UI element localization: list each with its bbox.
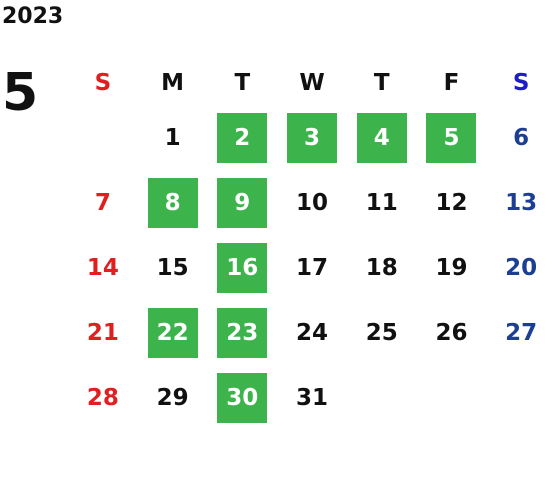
calendar-day: 11 bbox=[365, 189, 398, 216]
calendar-day bbox=[78, 113, 128, 163]
calendar-day-cell: 29 bbox=[138, 365, 208, 430]
calendar-day-cell: 12 bbox=[417, 170, 487, 235]
calendar-day: 21 bbox=[86, 319, 119, 346]
calendar-day-cell bbox=[486, 365, 548, 430]
calendar-day-cell: 6 bbox=[486, 105, 548, 170]
calendar-day-cell: 22 bbox=[138, 300, 208, 365]
calendar-day-cell: 7 bbox=[68, 170, 138, 235]
weekday-header-tue: T bbox=[234, 69, 251, 96]
calendar-day: 27 bbox=[505, 319, 538, 346]
calendar-day-cell: 27 bbox=[486, 300, 548, 365]
calendar-day-highlighted: 5 bbox=[426, 112, 477, 163]
calendar-day: 26 bbox=[435, 319, 468, 346]
calendar-day-cell: 5 bbox=[417, 105, 487, 170]
calendar-day: 31 bbox=[296, 384, 329, 411]
weekday-header-row: S M T W T F S bbox=[68, 60, 548, 105]
calendar-day-highlighted: 16 bbox=[217, 242, 268, 293]
calendar-day-cell: 18 bbox=[347, 235, 417, 300]
calendar-day-highlighted: 22 bbox=[147, 307, 198, 358]
calendar-day-cell: 8 bbox=[138, 170, 208, 235]
weekday-header-sun: S bbox=[94, 69, 112, 96]
calendar-day: 28 bbox=[86, 384, 119, 411]
weekday-header-mon: M bbox=[161, 69, 185, 96]
calendar-day-highlighted: 23 bbox=[217, 307, 268, 358]
calendar-day: 12 bbox=[435, 189, 468, 216]
calendar-day bbox=[426, 373, 476, 423]
calendar-day-cell: 9 bbox=[207, 170, 277, 235]
calendar-day-highlighted: 8 bbox=[147, 177, 198, 228]
calendar-day-cell: 2 bbox=[207, 105, 277, 170]
calendar-day-cell: 16 bbox=[207, 235, 277, 300]
calendar-day-highlighted: 3 bbox=[287, 112, 338, 163]
calendar-day-cell: 19 bbox=[417, 235, 487, 300]
calendar-day-cell: 13 bbox=[486, 170, 548, 235]
calendar-day-cell: 15 bbox=[138, 235, 208, 300]
calendar-week-row: 14 15 16 17 18 19 20 bbox=[68, 235, 548, 300]
calendar-day-highlighted: 9 bbox=[217, 177, 268, 228]
weekday-header-sat: S bbox=[512, 69, 530, 96]
calendar-day: 29 bbox=[156, 384, 189, 411]
calendar-day: 25 bbox=[365, 319, 398, 346]
weekday-header-wed: W bbox=[299, 69, 325, 96]
calendar-day-cell: 25 bbox=[347, 300, 417, 365]
calendar-day-cell: 23 bbox=[207, 300, 277, 365]
calendar-day-cell: 4 bbox=[347, 105, 417, 170]
calendar-day-cell: 17 bbox=[277, 235, 347, 300]
calendar-day-cell: 26 bbox=[417, 300, 487, 365]
calendar-day-cell: 20 bbox=[486, 235, 548, 300]
calendar-day-highlighted: 4 bbox=[356, 112, 407, 163]
calendar-week-row: 28 29 30 31 bbox=[68, 365, 548, 430]
calendar-day-cell: 31 bbox=[277, 365, 347, 430]
calendar-day-cell: 28 bbox=[68, 365, 138, 430]
calendar-day: 17 bbox=[296, 254, 329, 281]
calendar-day-cell: 10 bbox=[277, 170, 347, 235]
calendar-day bbox=[496, 373, 546, 423]
weekday-header-thu: T bbox=[373, 69, 390, 96]
calendar-day-cell bbox=[347, 365, 417, 430]
calendar-day: 7 bbox=[94, 189, 111, 216]
calendar-day-cell bbox=[68, 105, 138, 170]
calendar-day-cell: 3 bbox=[277, 105, 347, 170]
calendar-day-cell bbox=[417, 365, 487, 430]
calendar-day-cell: 21 bbox=[68, 300, 138, 365]
calendar-day: 19 bbox=[435, 254, 468, 281]
calendar-week-row: 21 22 23 24 25 26 27 bbox=[68, 300, 548, 365]
calendar-day-cell: 30 bbox=[207, 365, 277, 430]
calendar-day: 6 bbox=[513, 124, 530, 151]
calendar-day: 24 bbox=[296, 319, 329, 346]
calendar-day-cell: 1 bbox=[138, 105, 208, 170]
calendar-day-cell: 24 bbox=[277, 300, 347, 365]
calendar-day-cell: 11 bbox=[347, 170, 417, 235]
calendar-day: 14 bbox=[86, 254, 119, 281]
weekday-header-fri: F bbox=[443, 69, 460, 96]
calendar-day-highlighted: 30 bbox=[217, 372, 268, 423]
calendar-day: 10 bbox=[296, 189, 329, 216]
calendar-day: 1 bbox=[164, 124, 181, 151]
month-number: 5 bbox=[2, 63, 39, 123]
calendar-day: 15 bbox=[156, 254, 189, 281]
calendar-day: 18 bbox=[365, 254, 398, 281]
calendar-day: 13 bbox=[505, 189, 538, 216]
calendar-day bbox=[357, 373, 407, 423]
calendar-day-highlighted: 2 bbox=[217, 112, 268, 163]
calendar-day: 20 bbox=[505, 254, 538, 281]
year-label: 2023 bbox=[2, 4, 64, 29]
calendar-day-cell: 14 bbox=[68, 235, 138, 300]
